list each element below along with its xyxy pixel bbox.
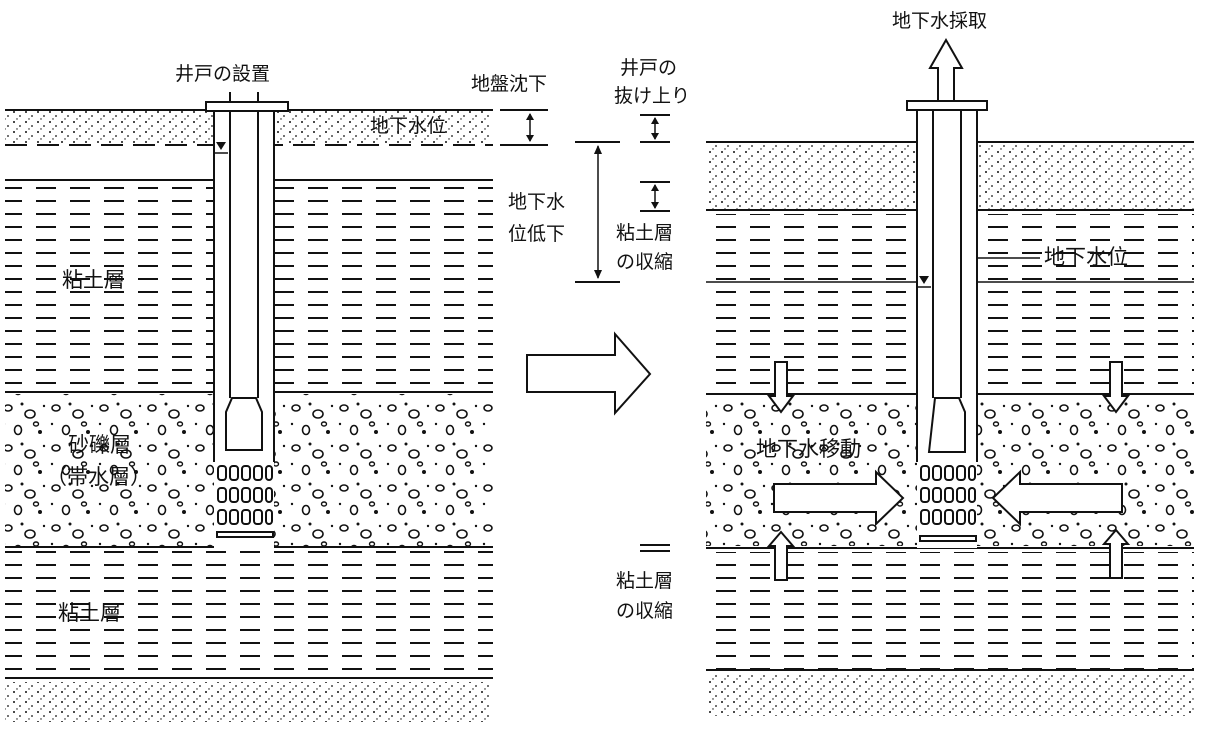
groundwater-movement-label: 地下水移動 bbox=[756, 437, 861, 461]
down-arrow-icon bbox=[1102, 361, 1130, 414]
up-arrow-icon bbox=[1101, 528, 1131, 579]
lower-clay-layer-left bbox=[5, 550, 493, 678]
gravel-layer-label: 砂礫層 bbox=[68, 433, 131, 457]
right-arrow-icon bbox=[526, 331, 652, 416]
land-subsidence-label: 地盤沈下 bbox=[471, 73, 548, 95]
left-arrow-icon bbox=[991, 469, 1123, 527]
water-level-marker-icon bbox=[918, 276, 931, 288]
groundwater-drop-label-1: 地下水 bbox=[508, 191, 566, 213]
groundwater-level-right-label: 地下水位 bbox=[1044, 245, 1128, 269]
well-screen-left bbox=[217, 465, 273, 525]
groundwater-extraction-label: 地下水採取 bbox=[892, 10, 988, 32]
well-head-cap-left bbox=[205, 101, 289, 112]
bottom-sand-layer-left bbox=[5, 682, 493, 722]
well-uplift-label-2: 抜け上り bbox=[614, 85, 691, 107]
up-arrow-icon bbox=[928, 37, 964, 102]
flow-arrows bbox=[766, 361, 1131, 581]
clay-layer-lower-label: 粘土層 bbox=[58, 601, 121, 625]
water-level-marker-icon bbox=[215, 142, 228, 154]
clay-shrink-upper-label-1: 粘土層 bbox=[616, 222, 674, 244]
up-arrow-icon bbox=[766, 530, 796, 581]
clay-layer-upper-label: 粘土層 bbox=[62, 268, 125, 292]
groundwater-drop-label-2: 位低下 bbox=[508, 223, 566, 245]
well-screen-right bbox=[920, 465, 976, 525]
pump-left bbox=[225, 397, 263, 451]
pump-right bbox=[927, 397, 966, 453]
well-installation-label: 井戸の設置 bbox=[175, 63, 271, 85]
right-arrow-icon bbox=[773, 469, 905, 527]
aquifer-label: （帯水層） bbox=[46, 465, 151, 489]
groundwater-level-left-label: 地下水位 bbox=[370, 115, 447, 137]
well-head-cap-right bbox=[906, 100, 988, 111]
middle-annotations bbox=[500, 109, 670, 552]
down-arrow-icon bbox=[767, 361, 795, 414]
well-right bbox=[906, 100, 988, 548]
well-uplift-label-1: 井戸の bbox=[620, 57, 678, 79]
bottom-sand-layer-right bbox=[706, 674, 1194, 716]
clay-shrink-lower-label-2: の収縮 bbox=[616, 600, 674, 622]
clay-shrink-lower-label-1: 粘土層 bbox=[616, 570, 674, 592]
well-left bbox=[205, 92, 289, 548]
clay-shrink-upper-label-2: の収縮 bbox=[616, 251, 674, 273]
